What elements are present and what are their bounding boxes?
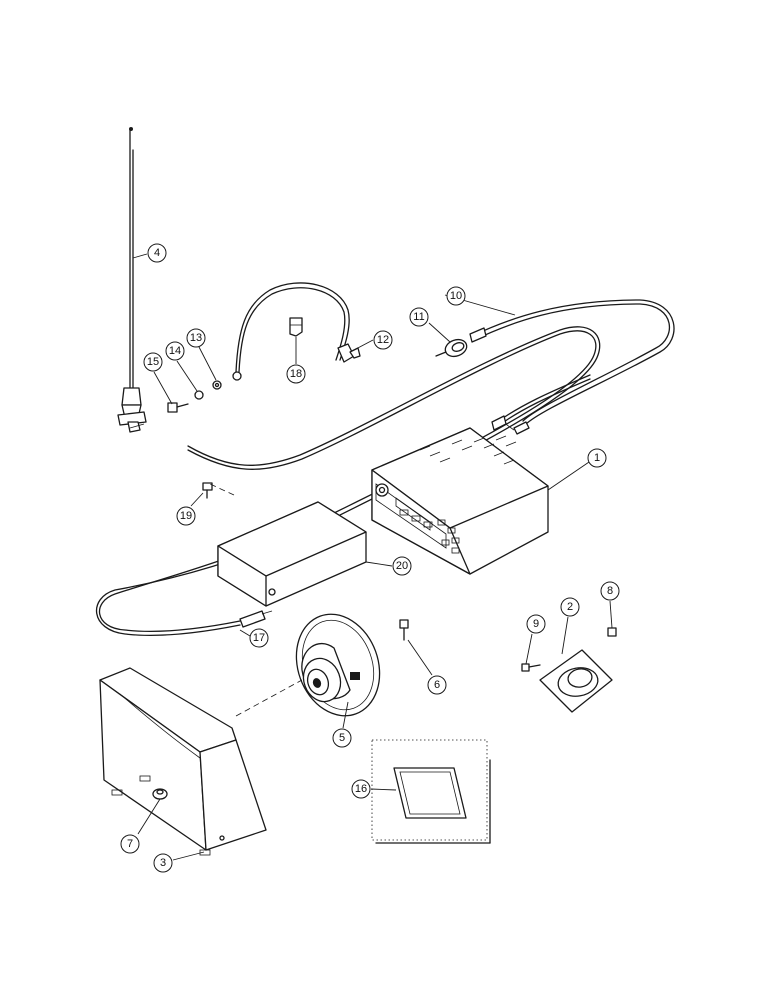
svg-text:2: 2	[567, 601, 573, 613]
nut-7	[152, 788, 168, 800]
lockwasher-14	[194, 390, 204, 400]
callout-2: 2	[560, 597, 580, 617]
callout-8: 8	[600, 581, 620, 601]
clip-18	[289, 317, 303, 337]
washer-13	[212, 380, 222, 390]
screw-9	[521, 663, 541, 672]
callout-19: 19	[176, 506, 196, 526]
callout-5: 5	[332, 728, 352, 748]
screw-19	[202, 482, 213, 499]
callout-18: 18	[286, 364, 306, 384]
nut-8	[607, 627, 617, 637]
box-20	[217, 501, 367, 607]
bolt-15	[167, 402, 189, 413]
antenna	[117, 127, 147, 433]
leader-lines	[132, 253, 613, 861]
bracket-3	[99, 667, 267, 856]
callout-14: 14	[165, 341, 185, 361]
screw-6	[399, 619, 409, 641]
callout-4: 4	[147, 243, 167, 263]
speaker-5	[295, 613, 381, 717]
svg-text:14: 14	[169, 345, 181, 357]
svg-text:20: 20	[396, 560, 408, 572]
callout-1: 1	[587, 448, 607, 468]
trim-ring-16	[371, 739, 491, 844]
svg-text:19: 19	[180, 510, 192, 522]
svg-text:16: 16	[355, 783, 367, 795]
callout-6: 6	[427, 675, 447, 695]
radio-1	[371, 427, 549, 575]
svg-text:3: 3	[160, 857, 166, 869]
speaker-grille-2	[539, 649, 613, 713]
dashed-leaders	[209, 483, 303, 717]
svg-text:4: 4	[154, 247, 160, 259]
svg-text:11: 11	[413, 311, 424, 323]
svg-text:15: 15	[147, 356, 159, 368]
callout-9: 9	[526, 614, 546, 634]
svg-text:13: 13	[190, 332, 202, 344]
svg-text:12: 12	[377, 334, 389, 346]
callout-20: 20	[392, 556, 412, 576]
cable-17	[96, 326, 601, 637]
svg-text:17: 17	[253, 632, 265, 644]
svg-text:5: 5	[339, 732, 345, 744]
callout-10: 10	[446, 286, 466, 306]
svg-text:9: 9	[533, 618, 539, 630]
svg-text:18: 18	[290, 368, 302, 380]
radio-lead	[491, 374, 591, 431]
ground-wire	[232, 282, 350, 381]
svg-text:7: 7	[127, 838, 133, 850]
svg-text:8: 8	[607, 585, 613, 597]
callout-17: 17	[249, 628, 269, 648]
callout-7: 7	[120, 834, 140, 854]
connector-12	[337, 343, 361, 363]
svg-text:6: 6	[434, 679, 440, 691]
callout-12: 12	[373, 330, 393, 350]
svg-text:10: 10	[450, 290, 462, 302]
callout-16: 16	[351, 779, 371, 799]
cable-plug	[469, 327, 487, 343]
grommet-11	[435, 338, 468, 358]
callout-11: 11	[409, 307, 429, 327]
antenna-lead-10	[471, 299, 675, 435]
callout-3: 3	[153, 853, 173, 873]
callout-13: 13	[186, 328, 206, 348]
callout-15: 15	[143, 352, 163, 372]
svg-text:1: 1	[594, 452, 600, 464]
